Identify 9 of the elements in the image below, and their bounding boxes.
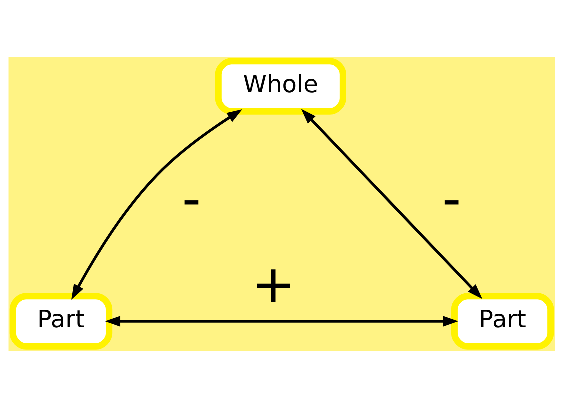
edge-label: - — [182, 168, 202, 230]
edge-label: + — [252, 254, 296, 315]
edge-label: - — [442, 168, 462, 230]
arrow — [105, 316, 459, 326]
arrow — [301, 108, 483, 299]
node-box: Part — [10, 292, 113, 350]
node-box: Whole — [215, 58, 346, 114]
node-box: Part — [451, 292, 554, 350]
arrow — [72, 109, 243, 300]
